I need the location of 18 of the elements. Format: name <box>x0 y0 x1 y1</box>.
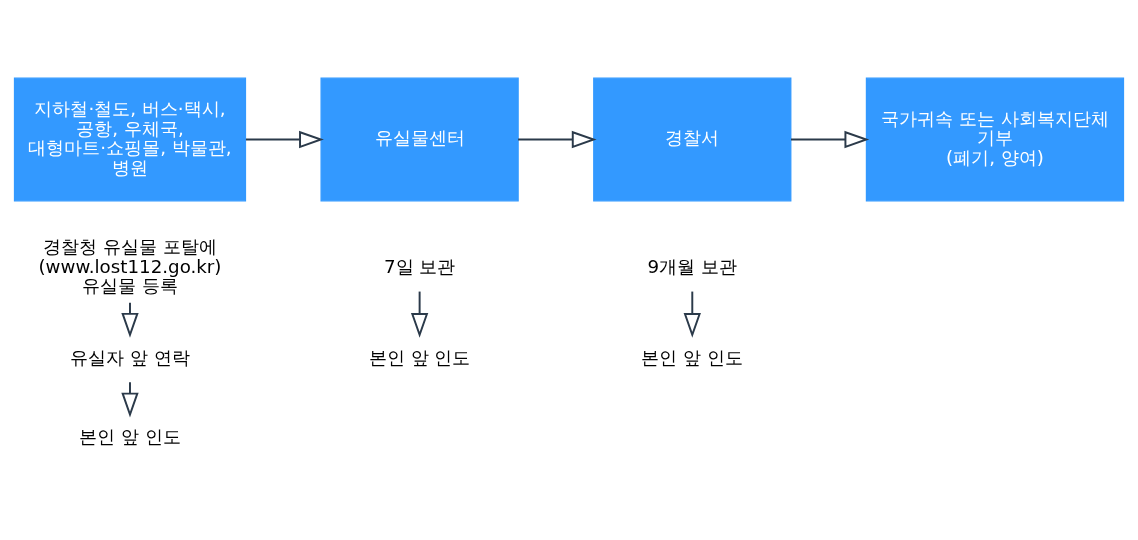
node-box: 경찰서 <box>593 77 792 202</box>
node-box: 지하철·철도, 버스·택시, 공항, 우체국, 대형마트·쇼핑몰, 박물관, 병원 <box>13 77 247 202</box>
node-box: 국가귀속 또는 사회복지단체 기부 (폐기, 양여) <box>865 77 1125 202</box>
node-text: 본인 앞 인도 <box>641 346 744 368</box>
arrow <box>683 290 701 338</box>
arrow <box>121 301 139 338</box>
arrow <box>517 130 597 149</box>
node-text: 유실자 앞 연락 <box>70 346 190 368</box>
arrow <box>121 381 139 418</box>
node-text: 7일 보관 <box>383 255 456 277</box>
node-box: 유실물센터 <box>320 77 519 202</box>
node-text: 본인 앞 인도 <box>79 426 181 448</box>
arrow <box>410 290 429 338</box>
node-text: 본인 앞 인도 <box>368 346 471 368</box>
arrow <box>790 130 870 149</box>
node-text: 9개월 보관 <box>647 255 737 277</box>
arrow <box>245 130 324 149</box>
node-text: 경찰청 유실물 포탈에 (www.lost112.go.kr) 유실물 등록 <box>38 236 222 297</box>
